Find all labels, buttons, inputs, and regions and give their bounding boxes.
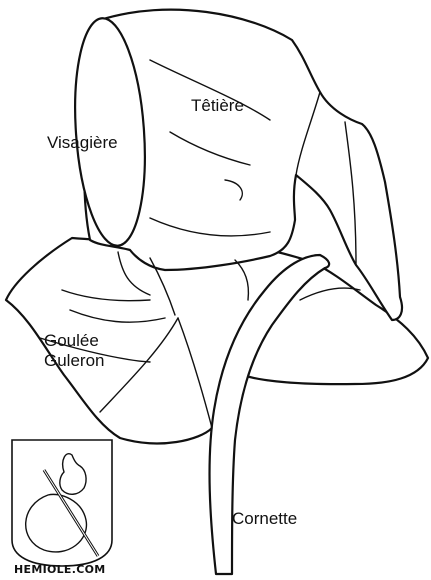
logo-shield — [11, 439, 113, 567]
neck-line — [149, 257, 176, 316]
label-cornette: Cornette — [232, 509, 298, 528]
fold-line — [149, 59, 271, 121]
label-visagiere: Visagière — [47, 133, 118, 152]
tetiere-outline — [83, 8, 404, 322]
label-goulee: Goulée — [44, 331, 99, 350]
logo-needle — [43, 469, 99, 557]
fold-line — [69, 309, 166, 323]
gore-seam — [177, 317, 213, 429]
goulee-cape-outline — [4, 236, 430, 445]
logo-rabbit — [59, 453, 87, 495]
fold-line — [344, 121, 357, 266]
gore-seam — [39, 337, 151, 363]
hemiole-logo — [11, 439, 113, 567]
label-tetiere: Têtière — [191, 96, 244, 115]
logo-thread-loop — [25, 493, 88, 553]
fold-line — [61, 289, 151, 302]
logo-text: HEMIOLE.COM — [14, 563, 106, 576]
neck-line — [117, 251, 151, 296]
fold-line — [169, 131, 251, 166]
fold-line — [149, 217, 271, 237]
fold-line — [224, 179, 243, 201]
cornette-outline — [208, 253, 331, 576]
gore-seam — [99, 317, 179, 413]
visagiere-opening — [74, 17, 146, 247]
label-guleron: Guleron — [44, 351, 105, 370]
fold-line — [295, 91, 321, 176]
fold-line — [234, 259, 250, 301]
fold-line — [299, 287, 361, 301]
